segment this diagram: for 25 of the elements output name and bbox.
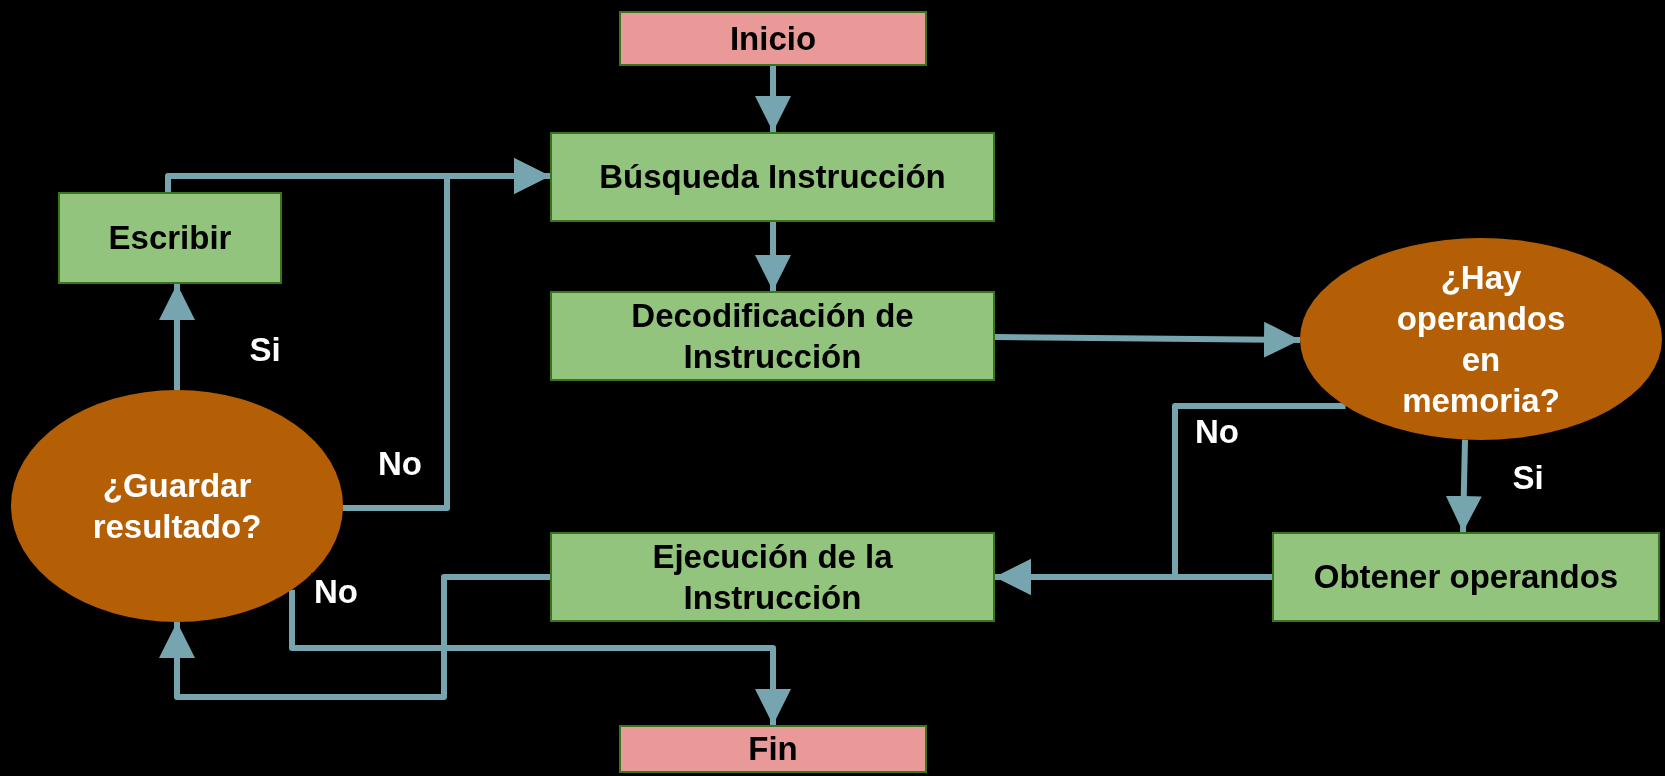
- arrow: [755, 222, 791, 291]
- node-text: Búsqueda Instrucción: [599, 157, 946, 198]
- arrow: [289, 589, 791, 725]
- start-box: [619, 11, 927, 66]
- node-text: Fin: [748, 729, 798, 770]
- end-box: [619, 725, 927, 773]
- process-box: [550, 291, 995, 381]
- arrow: [994, 321, 1301, 358]
- process-box: [550, 132, 995, 222]
- node-text: Inicio: [729, 18, 817, 59]
- process-box: [550, 532, 995, 622]
- arrow: [995, 559, 1272, 595]
- node-text: Ejecución de la Instrucción: [651, 536, 894, 618]
- decision-ellipse: [1300, 238, 1662, 440]
- arrow: [159, 284, 195, 390]
- node-text: ¿Hay operandos en memoria?: [1395, 257, 1567, 422]
- node-text: ¿Guardar resultado?: [91, 465, 263, 547]
- node-text: Decodificación de Instrucción: [630, 295, 915, 377]
- arrow: [159, 574, 550, 700]
- node-text: Escribir: [108, 218, 232, 259]
- process-box: [58, 192, 282, 284]
- arrow: [1445, 439, 1482, 533]
- arrow: [755, 66, 791, 132]
- process-box: [1272, 532, 1660, 622]
- node-text: Obtener operandos: [1313, 557, 1619, 598]
